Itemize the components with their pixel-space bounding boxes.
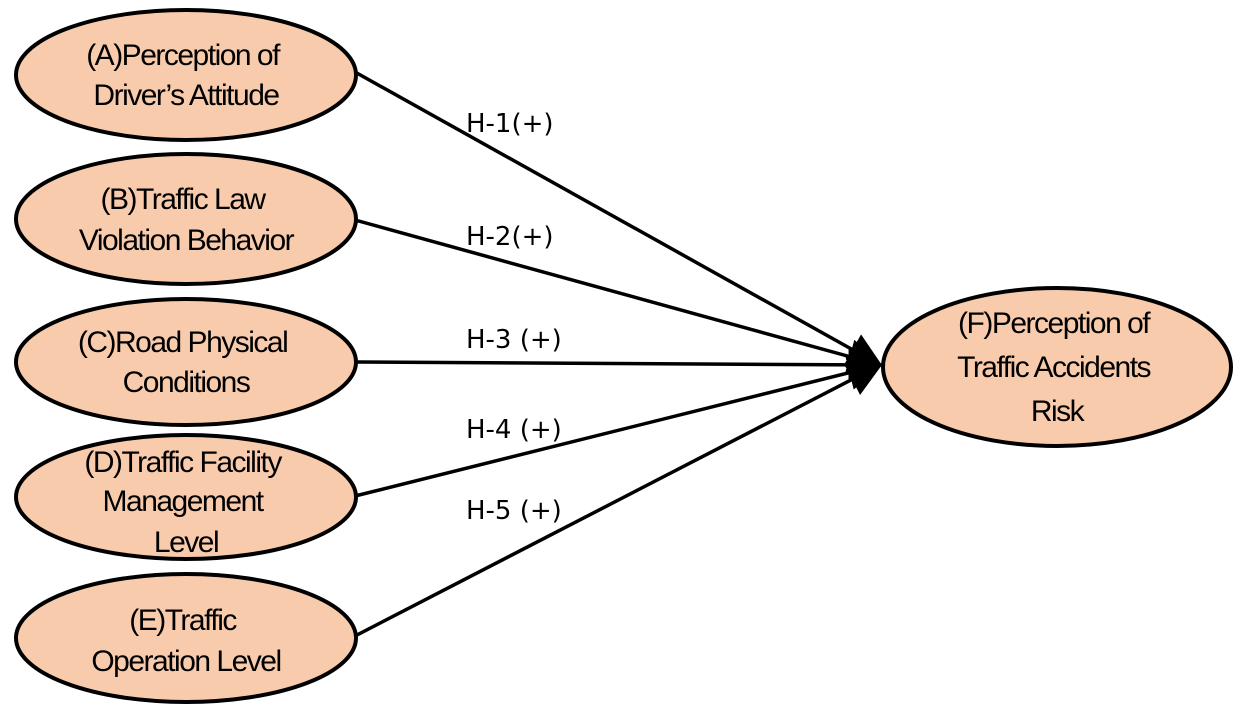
edge-h1-label: H-1(+) (466, 109, 554, 139)
node-b: (B)Traffic Law Violation Behavior (14, 152, 358, 286)
node-d-label: (D)Traffic Facility Management Level (84, 446, 287, 559)
edge-h4-line (354, 355, 884, 498)
edge-h5-line (354, 363, 884, 638)
node-b-line-1: (B)Traffic Law (101, 183, 267, 216)
node-d-line-2: Management (103, 485, 265, 518)
edge-h1-line (354, 70, 884, 367)
node-f-line-3: Risk (1031, 395, 1086, 428)
node-e-line-2: Operation Level (91, 645, 280, 678)
edge-h5-label: H-5 (+) (466, 496, 562, 526)
node-f-line-2: Traffic Accidents (957, 351, 1150, 384)
node-f-label: (F)Perception of Traffic Accidents Risk (957, 307, 1157, 428)
node-e-label: (E)Traffic Operation Level (91, 604, 280, 678)
node-b-label: (B)Traffic Law Violation Behavior (79, 183, 295, 257)
node-f-line-1: (F)Perception of (958, 307, 1151, 340)
node-d-line-1: (D)Traffic Facility (84, 446, 282, 479)
edge-h3-line (356, 347, 884, 383)
node-f: (F)Perception of Traffic Accidents Risk (881, 286, 1233, 448)
node-e-line-1: (E)Traffic (129, 604, 237, 637)
node-c: (C)Road Physical Conditions (14, 297, 358, 427)
node-a-line-1: (A)Perception of (86, 39, 281, 72)
edges: H-1(+) H-2(+) H-3 (+) H-4 (+) H-5 (+) (354, 70, 884, 638)
node-a: (A)Perception of Driver’s Attitude (14, 8, 358, 142)
edge-h2-line (354, 218, 884, 374)
node-d-line-3: Level (154, 526, 218, 559)
node-e: (E)Traffic Operation Level (14, 572, 358, 704)
node-c-shape (14, 297, 358, 427)
edge-h2-label: H-2(+) (466, 222, 554, 252)
node-d: (D)Traffic Facility Management Level (14, 433, 358, 561)
node-f-shape (881, 286, 1233, 448)
node-c-line-1: (C)Road Physical (78, 326, 287, 359)
edge-h3-label: H-3 (+) (466, 325, 562, 355)
node-a-label: (A)Perception of Driver’s Attitude (86, 39, 286, 112)
node-a-line-2: Driver’s Attitude (93, 79, 279, 112)
node-c-line-2: Conditions (123, 366, 250, 399)
node-e-shape (14, 572, 358, 704)
node-d-shape (14, 433, 358, 561)
node-b-line-2: Violation Behavior (79, 224, 295, 257)
edge-h4-label: H-4 (+) (466, 415, 562, 445)
node-a-shape (14, 8, 358, 142)
node-b-shape (14, 152, 358, 286)
node-c-label: (C)Road Physical Conditions (78, 326, 294, 399)
